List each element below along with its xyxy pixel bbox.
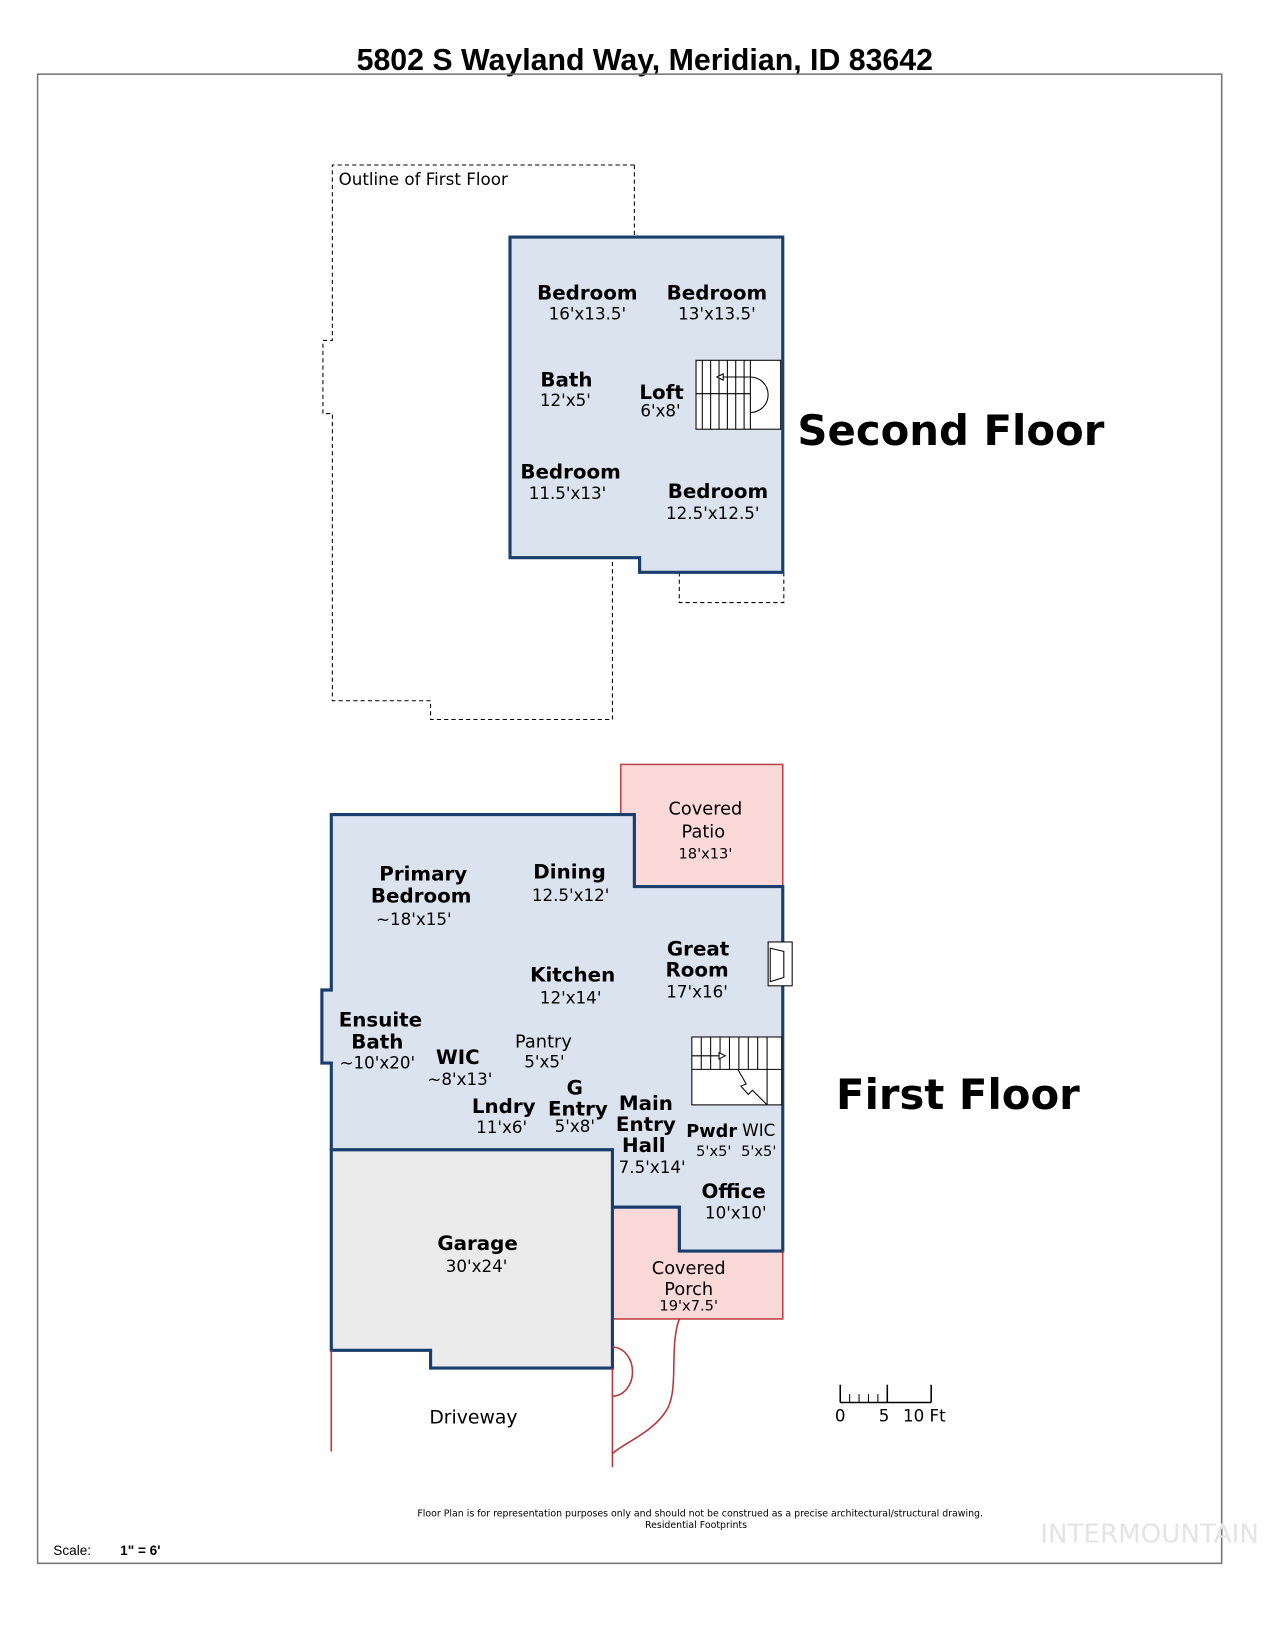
room-dims: ~10'x20' bbox=[339, 1052, 415, 1072]
second-floor: Outline of First Floor Bedroom 16'x13.5'… bbox=[322, 164, 1105, 721]
first-floor: Covered Patio 18'x13' Primary Bedroom ~1… bbox=[320, 763, 1080, 1468]
room-name: Great bbox=[667, 938, 730, 961]
stair-icon bbox=[695, 359, 782, 430]
room-dims: 11.5'x13' bbox=[529, 483, 607, 503]
room-name: Lndry bbox=[472, 1095, 536, 1118]
room-name: Covered bbox=[652, 1259, 726, 1279]
first-floor-outline-3 bbox=[678, 557, 785, 604]
room-name: Pantry bbox=[515, 1032, 572, 1052]
room-dims: 17'x16' bbox=[666, 981, 728, 1001]
room-dims: 5'x8' bbox=[555, 1116, 595, 1136]
room-name: Hall bbox=[622, 1134, 666, 1157]
room-dims: ~18'x15' bbox=[376, 909, 452, 929]
room-dims: 12.5'x12.5' bbox=[666, 503, 759, 523]
watermark: INTERMOUNTAIN bbox=[1040, 1519, 1259, 1549]
room-name: Porch bbox=[664, 1280, 713, 1300]
door-swing bbox=[612, 1346, 634, 1398]
room-dims: 18'x13' bbox=[678, 845, 732, 862]
room-name: Main bbox=[619, 1092, 673, 1115]
scale-text-label: Scale: bbox=[53, 1543, 91, 1558]
room-name: Kitchen bbox=[530, 964, 615, 987]
room-dims: 16'x13.5' bbox=[549, 304, 627, 324]
room-name: Bedroom bbox=[371, 884, 471, 907]
stair-icon bbox=[691, 1036, 783, 1106]
room-name: Primary bbox=[379, 862, 467, 885]
room-name: Loft bbox=[639, 381, 684, 404]
room-name: Ensuite bbox=[339, 1009, 422, 1032]
room-name: WIC bbox=[436, 1046, 480, 1069]
driveway-label: Driveway bbox=[429, 1407, 517, 1428]
room-name: Pwdr bbox=[686, 1122, 737, 1142]
room-name: Dining bbox=[533, 860, 606, 883]
scale-bar: 0 5 10 Ft bbox=[835, 1384, 946, 1425]
scale-label: 0 bbox=[835, 1405, 846, 1425]
room-dims: 5'x5' bbox=[696, 1143, 731, 1160]
disclaimer: Floor Plan is for representation purpose… bbox=[417, 1508, 983, 1519]
credit: Residential Footprints bbox=[645, 1520, 747, 1531]
room-dims: 6'x8' bbox=[640, 401, 680, 421]
floor-label: Second Floor bbox=[797, 406, 1104, 455]
floor-label: First Floor bbox=[836, 1070, 1080, 1119]
room-dims: 10'x10' bbox=[705, 1203, 767, 1223]
room-dims: 11'x6' bbox=[476, 1117, 527, 1137]
room-name: Entry bbox=[616, 1113, 676, 1136]
room-dims: 19'x7.5' bbox=[659, 1298, 718, 1315]
room-name: WIC bbox=[742, 1120, 775, 1140]
room-name: Bath bbox=[351, 1030, 403, 1053]
scale-label: 10 Ft bbox=[903, 1405, 946, 1425]
room-dims: 13'x13.5' bbox=[678, 304, 756, 324]
room-dims: ~8'x13' bbox=[427, 1069, 492, 1089]
page-border bbox=[36, 73, 1223, 1565]
room-dims: 30'x24' bbox=[446, 1256, 508, 1276]
room-dims: 12'x14' bbox=[540, 988, 602, 1008]
walkway-path bbox=[611, 1318, 681, 1455]
room-name: Bedroom bbox=[520, 460, 620, 483]
room-dims: 5'x5' bbox=[741, 1143, 776, 1160]
room-dims: 7.5'x14' bbox=[619, 1157, 686, 1177]
outline-label: Outline of First Floor bbox=[339, 169, 508, 189]
room-name: Patio bbox=[682, 823, 726, 843]
room-name: Bedroom bbox=[667, 282, 767, 305]
room-name: Entry bbox=[548, 1097, 608, 1120]
scale-text-value: 1" = 6' bbox=[120, 1543, 160, 1558]
scale-label: 5 bbox=[879, 1405, 890, 1425]
room-name: Bath bbox=[540, 368, 592, 391]
fireplace-icon bbox=[767, 941, 793, 987]
room-dims: 12'x5' bbox=[540, 390, 591, 410]
page-title: 5802 S Wayland Way, Meridian, ID 83642 bbox=[357, 44, 933, 77]
room-name: Bedroom bbox=[537, 282, 637, 305]
room-dims: 12.5'x12' bbox=[532, 885, 610, 905]
second-floor-walls bbox=[508, 235, 785, 574]
room-name: Room bbox=[665, 958, 728, 981]
room-dims: 5'x5' bbox=[524, 1051, 564, 1071]
first-floor-outline bbox=[322, 164, 635, 721]
room-name: Bedroom bbox=[668, 480, 768, 503]
room-name: Garage bbox=[437, 1232, 517, 1255]
room-name: G bbox=[567, 1076, 583, 1099]
room-name: Office bbox=[702, 1180, 766, 1203]
room-name: Covered bbox=[669, 800, 743, 820]
